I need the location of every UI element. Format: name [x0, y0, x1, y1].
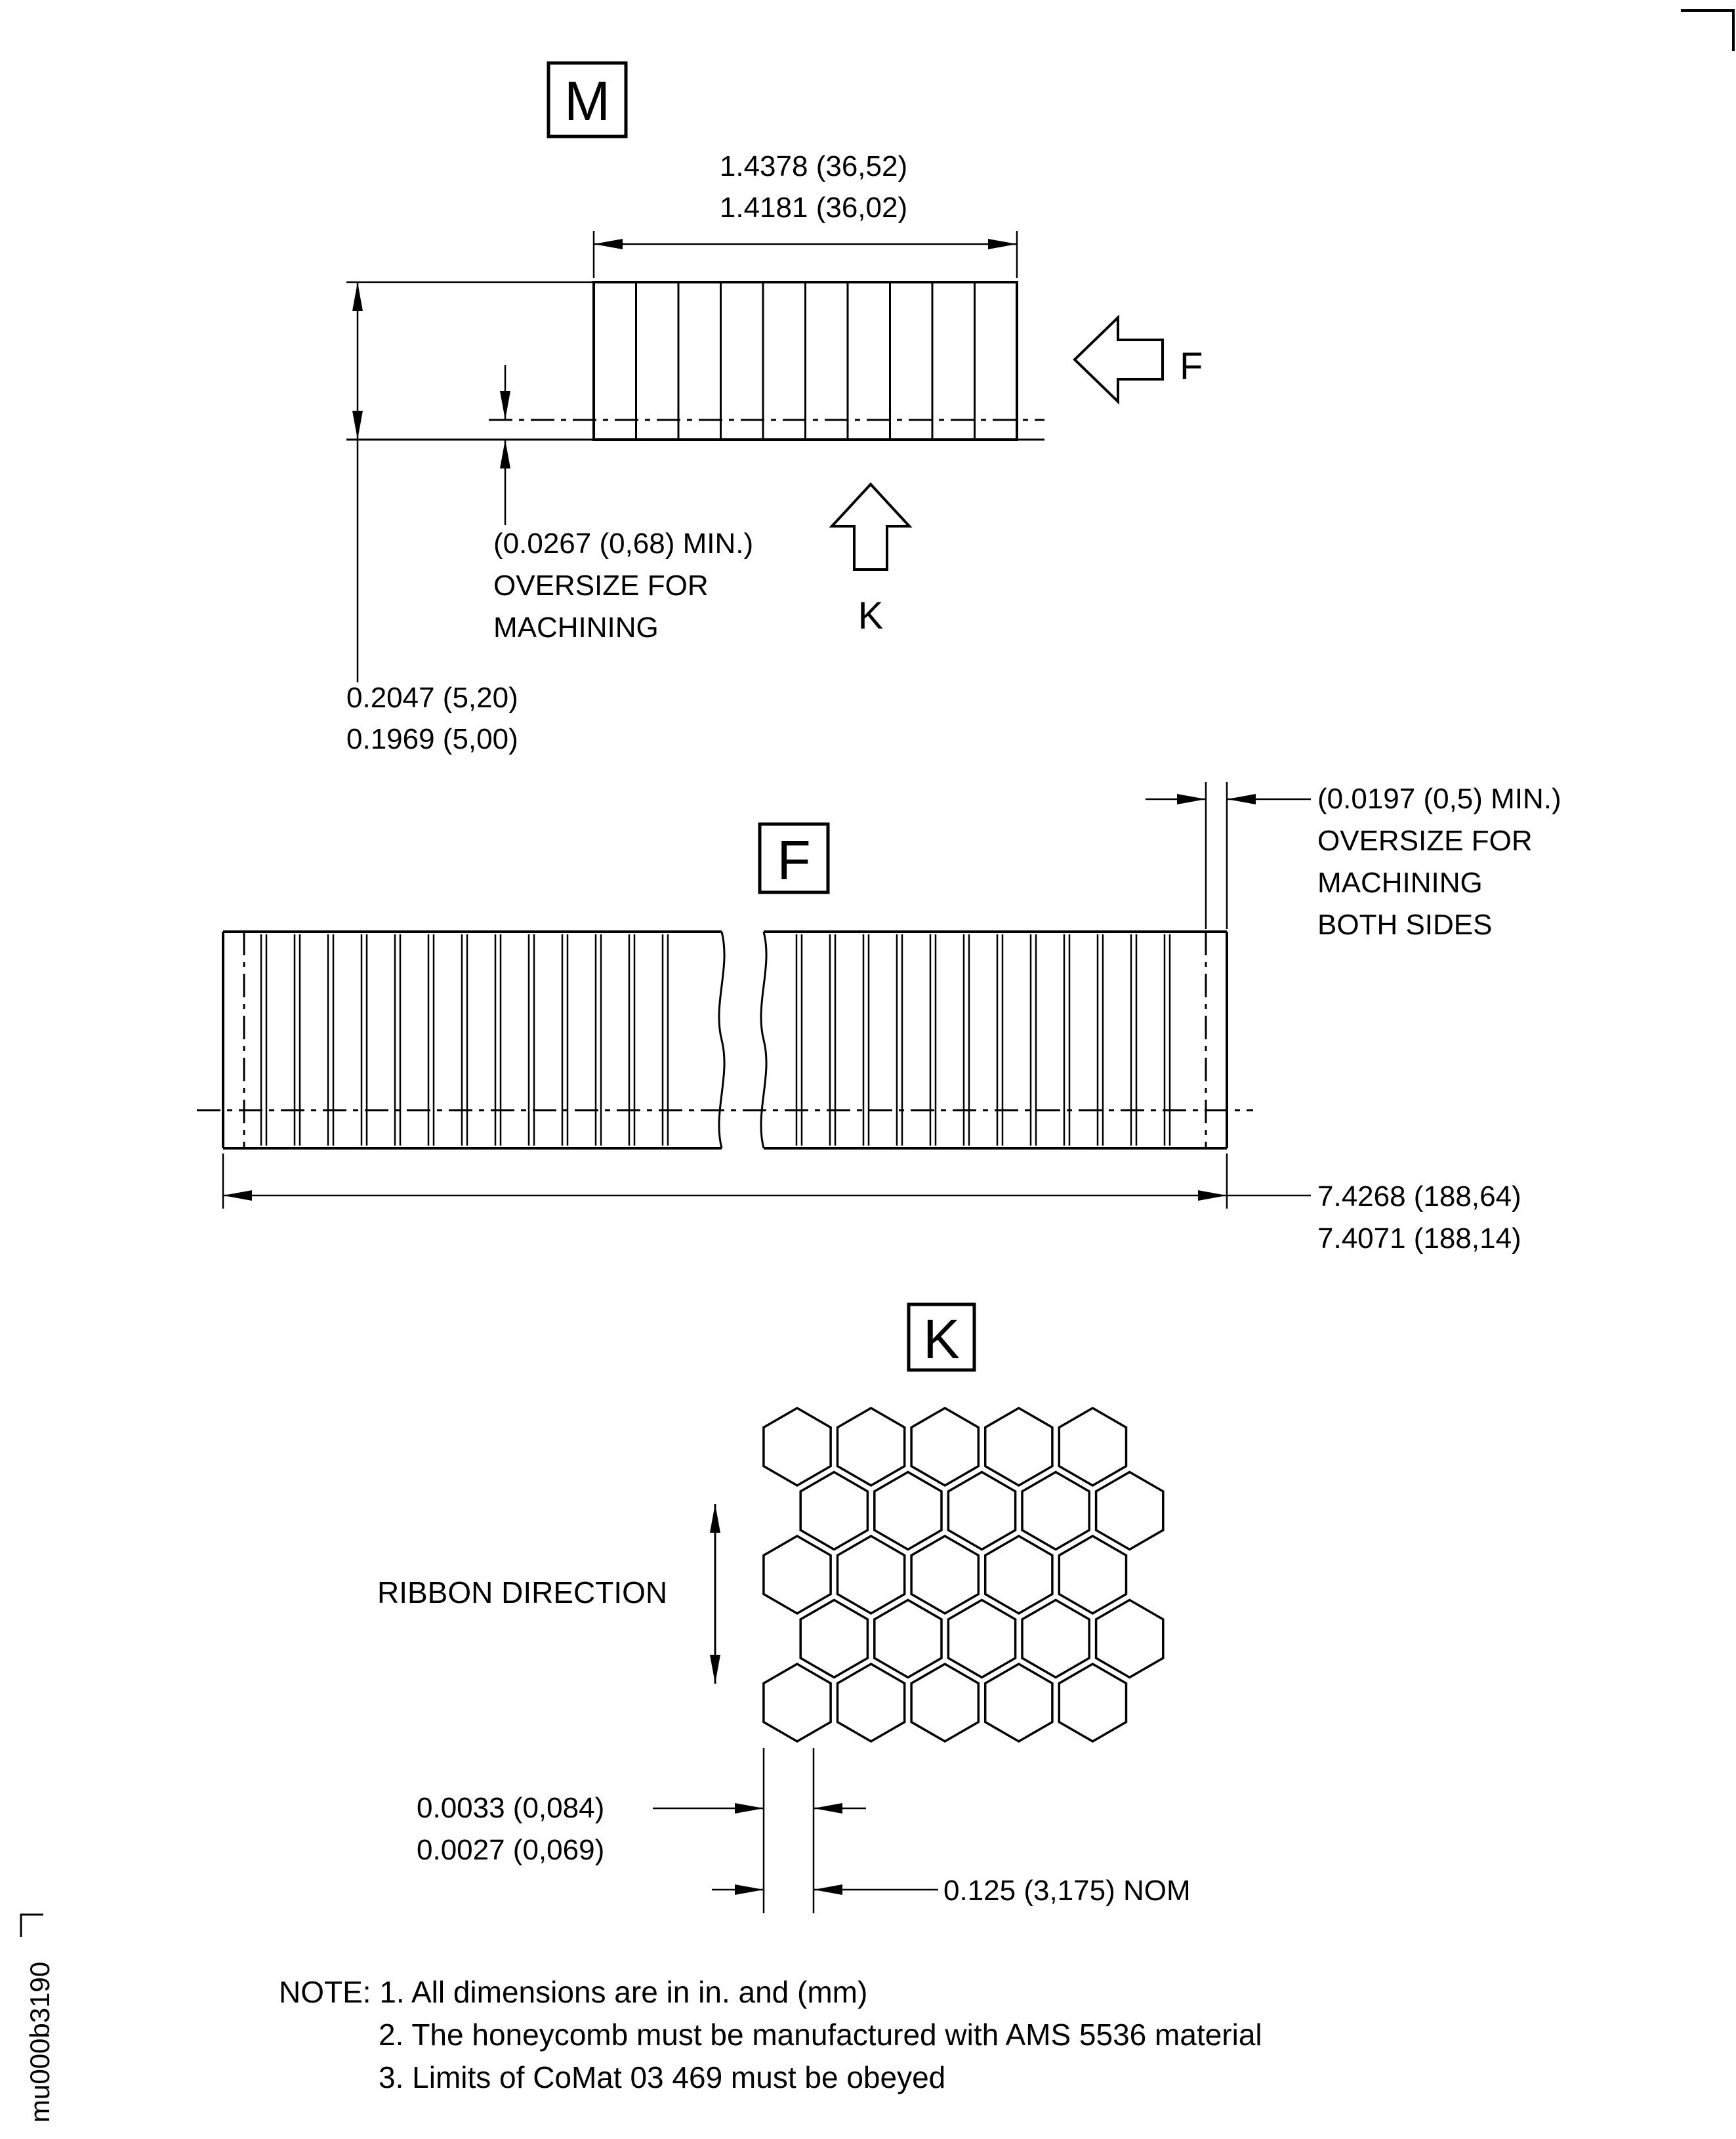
cell-size-value: 0.125 (3,175) NOM: [943, 1875, 1191, 1907]
f-direction-label: F: [1180, 345, 1203, 388]
hex-cell: [873, 1598, 943, 1679]
hex-cell: [1094, 1470, 1165, 1551]
view-m-width-dimension: 1.4378 (36,52) 1.4181 (36,02): [592, 150, 1018, 278]
hex-cell: [910, 1662, 980, 1743]
corner-mark-bottom-left: [20, 1913, 43, 1937]
f-direction-arrow-icon: [1073, 314, 1164, 405]
hex-cell: [799, 1470, 869, 1551]
view-f: F (0.0197 (0,5) MIN.) OVERSIZE FOR: [197, 782, 1561, 1255]
wall-thickness-value-max: 0.0033 (0,084): [417, 1792, 604, 1824]
note-line-2: 2. The honeycomb must be manufactured wi…: [379, 2018, 1262, 2052]
hex-cell: [799, 1598, 869, 1679]
hex-cell: [1058, 1406, 1128, 1487]
m-width-value-min: 1.4181 (36,02): [720, 192, 907, 224]
view-m-label-box: M: [547, 61, 628, 138]
hex-cell: [762, 1406, 832, 1487]
m-oversize-value: (0.0267 (0,68) MIN.): [493, 528, 753, 560]
f-oversize-text-4: BOTH SIDES: [1317, 909, 1493, 941]
f-oversize-text-2: OVERSIZE FOR: [1317, 825, 1533, 857]
view-m-label: M: [564, 70, 610, 132]
doc-number: mu000b3190: [24, 1962, 55, 2123]
hex-cell: [983, 1534, 1054, 1615]
m-height-value-min: 0.1969 (5,00): [346, 723, 518, 755]
view-f-length-dimension: 7.4268 (188,64) 7.4071 (188,14): [222, 1153, 1521, 1255]
hex-cell: [1021, 1598, 1090, 1679]
m-oversize-text-3: MACHINING: [493, 612, 659, 644]
hex-cell: [873, 1470, 943, 1551]
m-width-value-max: 1.4378 (36,52): [720, 150, 907, 182]
hex-cell: [983, 1406, 1054, 1487]
view-f-label: F: [777, 829, 810, 891]
f-oversize-text-3: MACHINING: [1317, 867, 1483, 899]
notes: NOTE: 1. All dimensions are in in. and (…: [279, 1975, 1262, 2094]
f-oversize-value: (0.0197 (0,5) MIN.): [1317, 783, 1561, 815]
view-k: K RIBBON DIRECTION 0.0033 (0,084) 0.0027…: [377, 1302, 1191, 1913]
hex-cell: [762, 1662, 832, 1743]
view-m-cell-walls: [635, 282, 976, 440]
hex-cell: [836, 1534, 906, 1615]
view-f-oversize-dimension: (0.0197 (0,5) MIN.) OVERSIZE FOR MACHINI…: [1146, 782, 1561, 941]
view-k-label: K: [923, 1308, 960, 1370]
note-line-3: 3. Limits of CoMat 03 469 must be obeyed: [379, 2060, 945, 2094]
note-line-1: NOTE: 1. All dimensions are in in. and (…: [279, 1975, 867, 2009]
corner-mark-top-right: [1681, 9, 1735, 51]
hex-cell: [836, 1662, 906, 1743]
view-m-height-dimension: 0.2047 (5,20) 0.1969 (5,00): [346, 282, 518, 755]
m-height-value-max: 0.2047 (5,20): [346, 682, 518, 714]
hex-cell: [836, 1406, 906, 1487]
wall-thickness-value-min: 0.0027 (0,069): [417, 1834, 604, 1866]
view-m-oversize-dimension: (0.0267 (0,68) MIN.) OVERSIZE FOR MACHIN…: [493, 365, 753, 644]
ribbon-direction-label: RIBBON DIRECTION: [377, 1575, 667, 1609]
cell-wall-dimension: 0.0033 (0,084) 0.0027 (0,069): [417, 1748, 866, 1913]
view-f-cell-walls: [260, 934, 1171, 1146]
honeycomb-pattern: [762, 1406, 1165, 1743]
k-direction-arrow-icon: [829, 482, 913, 571]
hex-cell: [910, 1534, 980, 1615]
hex-cell: [1058, 1534, 1128, 1615]
cell-size-dimension: 0.125 (3,175) NOM: [712, 1875, 1191, 1907]
hex-cell: [1058, 1662, 1128, 1743]
hex-cell: [1094, 1598, 1165, 1679]
f-length-value-max: 7.4268 (188,64): [1317, 1180, 1521, 1213]
k-direction-label: K: [858, 594, 884, 637]
hex-cell: [947, 1598, 1017, 1679]
ribbon-direction: RIBBON DIRECTION: [377, 1504, 720, 1684]
break-lines: [718, 931, 768, 1149]
m-oversize-text-2: OVERSIZE FOR: [493, 570, 709, 602]
view-direction-f: F: [1073, 314, 1203, 405]
f-length-value-min: 7.4071 (188,14): [1317, 1222, 1521, 1255]
hex-cell: [947, 1470, 1017, 1551]
view-f-part-outline: [222, 930, 1228, 1150]
hex-cell: [910, 1406, 980, 1487]
view-f-label-box: F: [758, 822, 830, 894]
hex-cell: [983, 1662, 1054, 1743]
hex-cell: [1021, 1470, 1090, 1551]
hex-cell: [762, 1534, 832, 1615]
view-direction-k: K: [829, 482, 913, 637]
view-m: M 1.4378 (36,52) 1.4181 (36,02) 0.2047 (…: [346, 61, 1203, 755]
view-k-label-box: K: [907, 1302, 976, 1372]
